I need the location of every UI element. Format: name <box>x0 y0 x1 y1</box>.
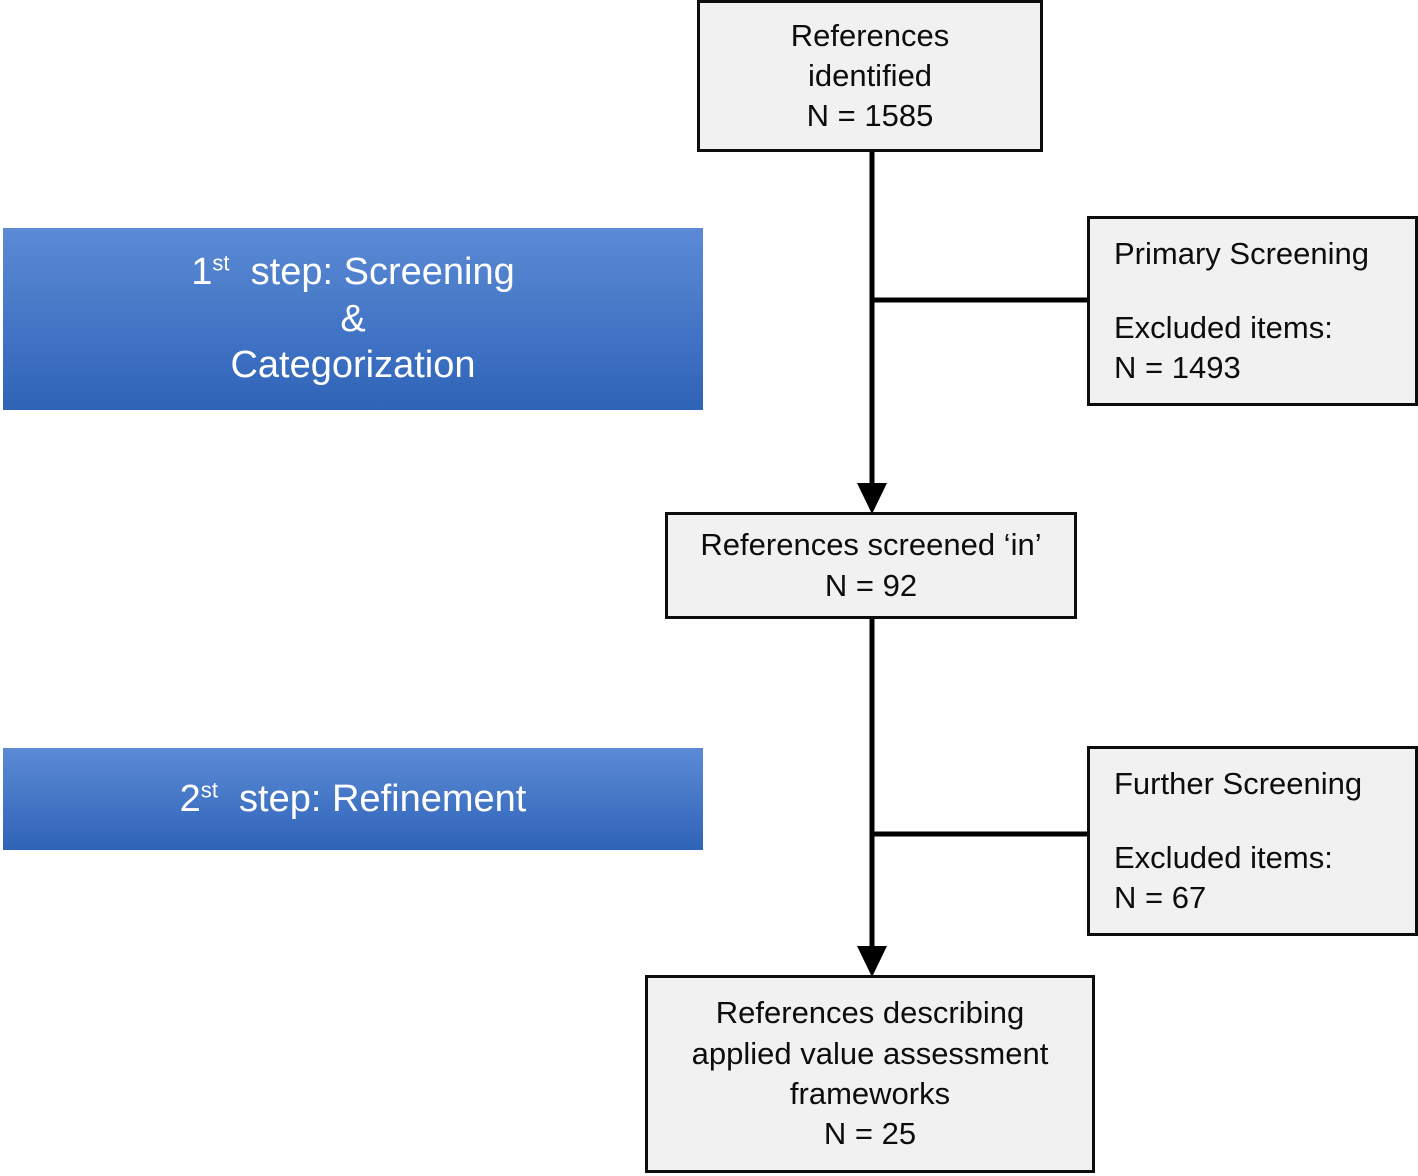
banner-line-1: 2st step: Refinement <box>180 776 527 822</box>
node-text-line: identified <box>807 57 933 93</box>
node-text-line: References screened ‘in’ <box>700 527 1042 563</box>
banner-ordinal-number: 1 <box>191 251 213 294</box>
arrowhead-to-screened-in <box>857 483 887 514</box>
node-count-line: N = 67 <box>1114 880 1207 916</box>
references-frameworks-box: References describing applied value asse… <box>645 975 1095 1173</box>
banner-line-1: 1st step: Screening <box>191 249 514 295</box>
further-screening-exclusion-box: Further Screening Excluded items: N = 67 <box>1087 746 1418 936</box>
node-count-line: N = 1585 <box>806 98 934 134</box>
arrowhead-to-frameworks <box>857 946 887 977</box>
node-heading-line: Further Screening <box>1114 765 1363 801</box>
node-heading-line: Primary Screening <box>1114 235 1369 271</box>
references-identified-box: References identified N = 1585 <box>697 0 1043 152</box>
node-text-line: Excluded items: <box>1114 309 1333 345</box>
node-text-line: References <box>790 17 950 53</box>
node-count-line: N = 1493 <box>1114 350 1241 386</box>
node-count-line: N = 25 <box>823 1116 917 1152</box>
step-2-banner: 2st step: Refinement <box>3 748 703 850</box>
node-count-line: N = 92 <box>824 567 918 603</box>
primary-screening-exclusion-box: Primary Screening Excluded items: N = 14… <box>1087 216 1418 406</box>
banner-label-text: step: Screening <box>229 251 515 294</box>
banner-ordinal-suffix: st <box>200 777 218 803</box>
node-text-line: frameworks <box>789 1076 951 1111</box>
references-screened-in-box: References screened ‘in’ N = 92 <box>665 512 1077 619</box>
banner-line-2: & <box>340 297 366 340</box>
node-text-line: References describing <box>715 995 1025 1031</box>
banner-label-text: step: Refinement <box>217 777 527 820</box>
node-text-line: Excluded items: <box>1114 839 1333 875</box>
node-text-line: applied value assessment <box>691 1035 1049 1071</box>
banner-ordinal-suffix: st <box>212 250 230 276</box>
step-1-banner: 1st step: Screening & Categorization <box>3 228 703 410</box>
banner-ordinal-number: 2 <box>179 777 201 820</box>
banner-line-3: Categorization <box>230 344 476 387</box>
